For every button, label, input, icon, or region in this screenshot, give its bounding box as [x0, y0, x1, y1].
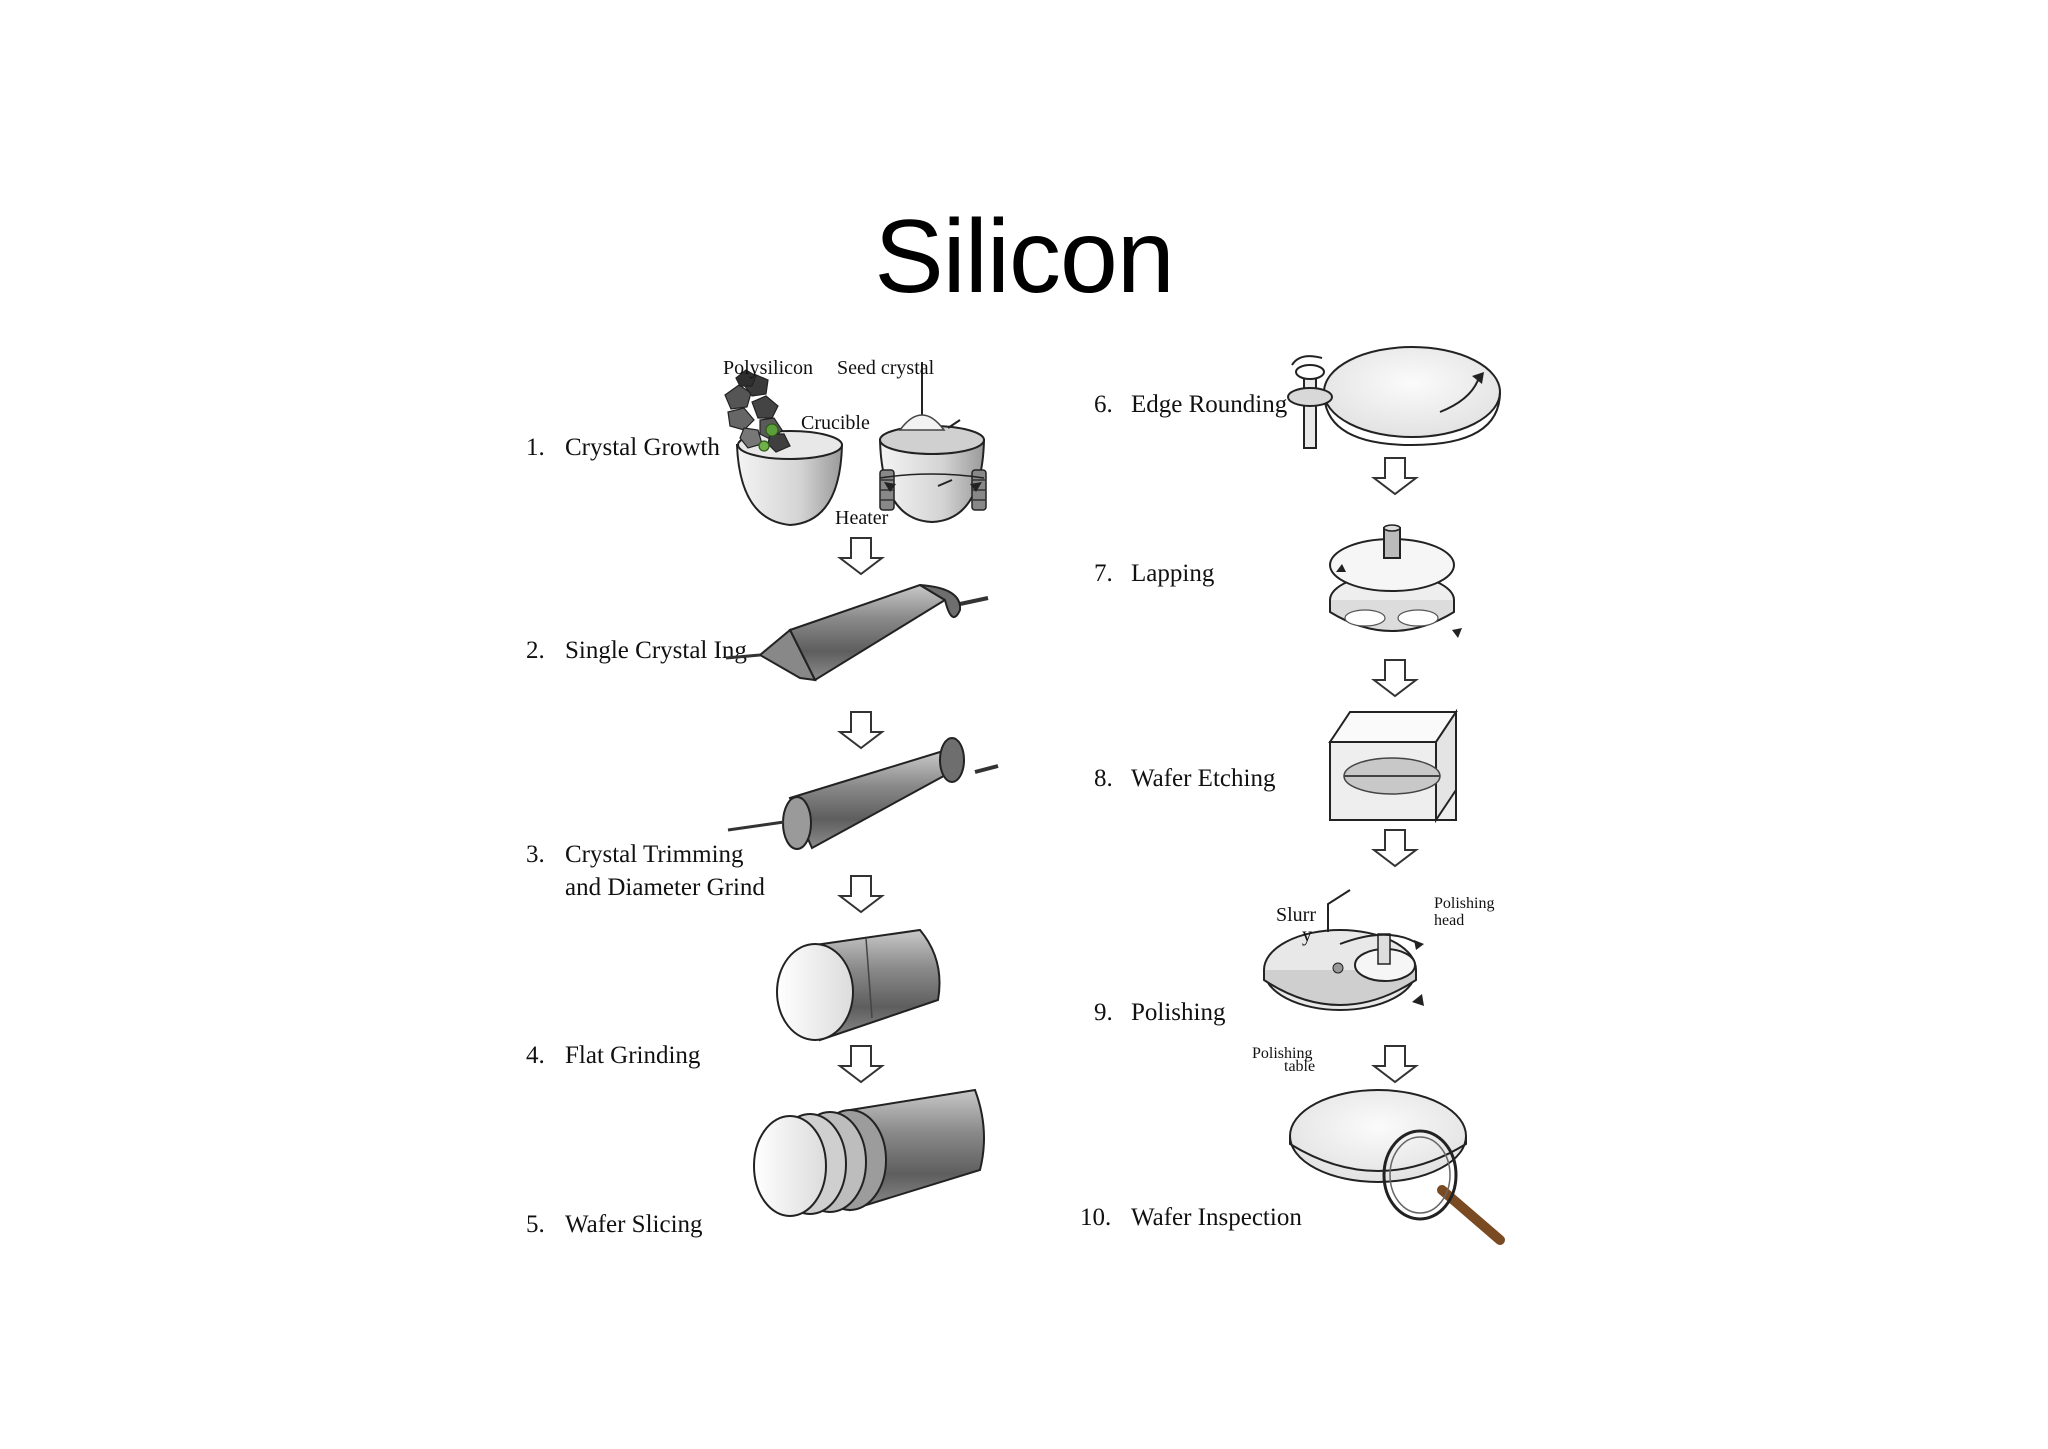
polishing-illustration: Slurr y Polishing head Polishing table	[1252, 889, 1494, 1075]
magnifier-icon	[1382, 1129, 1505, 1245]
step-8-label: Wafer Etching	[1131, 765, 1276, 792]
polishing-table-label: Polishing	[1252, 1045, 1312, 1062]
step-9: 9. Polishing	[1094, 999, 1226, 1026]
polishing-table-label-line2: table	[1284, 1058, 1315, 1075]
down-arrow-3-4	[837, 875, 885, 914]
step-7-number: 7.	[1094, 560, 1113, 587]
polishing-head-label: Polishing	[1434, 895, 1494, 912]
step-8: 8. Wafer Etching	[1094, 765, 1276, 792]
step-2-label: Single Crystal Ing	[565, 637, 747, 664]
crucible-label: Crucible	[801, 412, 870, 434]
down-arrow-6-7	[1371, 457, 1419, 496]
step-3-label: Crystal Trimming	[565, 841, 744, 868]
step-1: 1. Crystal Growth	[526, 434, 720, 461]
down-arrow-7-8	[1371, 659, 1419, 698]
step-9-number: 9.	[1094, 999, 1113, 1026]
down-arrow-2-3	[837, 711, 885, 750]
step-6-label: Edge Rounding	[1131, 391, 1288, 418]
wafer-inspection-illustration	[1289, 1089, 1505, 1245]
crystal-growth-illustration: Polysilicon Seed crystal Crucible Heater	[723, 357, 987, 529]
step-10-number: 10.	[1080, 1204, 1111, 1231]
down-arrows-left	[837, 537, 885, 1084]
step-1-number: 1.	[526, 434, 545, 461]
step-10: 10. Wafer Inspection	[1080, 1204, 1302, 1231]
down-arrow-9-10	[1371, 1045, 1419, 1084]
trimmed-crystal-illustration	[727, 737, 999, 850]
step-5: 5. Wafer Slicing	[526, 1211, 703, 1238]
lapping-illustration	[1329, 524, 1462, 638]
step-10-label: Wafer Inspection	[1131, 1204, 1302, 1231]
step-4-label: Flat Grinding	[565, 1042, 701, 1069]
step-5-number: 5.	[526, 1211, 545, 1238]
down-arrow-4-5	[837, 1045, 885, 1084]
step-9-label: Polishing	[1131, 999, 1226, 1026]
polysilicon-label: Polysilicon	[723, 357, 813, 379]
step-2: 2. Single Crystal Ing	[526, 637, 747, 664]
step-3-label-line2: and Diameter Grind	[565, 874, 765, 901]
down-arrow-1-2	[837, 537, 885, 576]
step-5-label: Wafer Slicing	[565, 1211, 703, 1238]
step-3: 3. Crystal Trimming and Diameter Grind	[526, 841, 765, 901]
page-title: Silicon	[874, 199, 1174, 315]
slurry-label: Slurr	[1276, 904, 1316, 926]
flat-grinding-illustration	[776, 928, 941, 1042]
step-6: 6. Edge Rounding	[1094, 391, 1288, 418]
seed-crystal-label: Seed crystal	[837, 357, 935, 379]
step-4: 4. Flat Grinding	[526, 1042, 701, 1069]
step-7: 7. Lapping	[1094, 560, 1215, 587]
polishing-head-label-line2: head	[1434, 912, 1464, 929]
polysilicon-chunks	[724, 369, 791, 453]
step-4-number: 4.	[526, 1042, 545, 1069]
heater-label: Heater	[835, 507, 889, 529]
single-crystal-ingot-illustration	[725, 583, 989, 682]
step-7-label: Lapping	[1131, 560, 1215, 587]
step-3-number: 3.	[526, 841, 545, 868]
edge-rounding-illustration	[1287, 346, 1501, 449]
wafer-etching-illustration	[1328, 708, 1458, 824]
step-6-number: 6.	[1094, 391, 1113, 418]
slurry-label-line2: y	[1302, 924, 1312, 946]
step-8-number: 8.	[1094, 765, 1113, 792]
heater-coils	[879, 469, 987, 511]
step-2-number: 2.	[526, 637, 545, 664]
wafer-slicing-illustration	[753, 1088, 985, 1217]
down-arrow-8-9	[1371, 829, 1419, 868]
down-arrows-right	[1371, 457, 1419, 1084]
step-1-label: Crystal Growth	[565, 434, 720, 461]
